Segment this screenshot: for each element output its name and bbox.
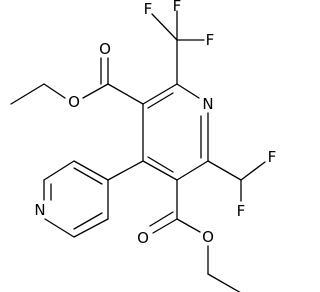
atom-f2: F xyxy=(173,0,182,15)
bond-pyr-c1-c2-b xyxy=(73,167,103,185)
bond-c1-n xyxy=(176,83,200,99)
bond-c5-chf2 xyxy=(207,160,242,181)
bond-ester1-och2 xyxy=(43,83,66,99)
atom-f5: F xyxy=(237,202,246,220)
atom-o-ester2-ether: O xyxy=(202,228,214,246)
atom-n-pyridine-core: N xyxy=(202,95,213,113)
molecule-structure: F F F N O O N F F O O xyxy=(10,0,276,292)
bond-chf2-f4 xyxy=(240,161,266,181)
bond-c3-pyridyl xyxy=(107,160,144,181)
atom-f4: F xyxy=(268,148,277,166)
bond-c2-c1-b xyxy=(147,92,174,109)
structure-canvas: F F F N O O N F F O O xyxy=(10,0,276,292)
atom-n-pyridyl: N xyxy=(34,201,45,219)
bond-c2-c1-a xyxy=(142,83,178,105)
bond-c2-ester1 xyxy=(107,83,144,105)
bond-ester2-carbonyl-b xyxy=(149,211,174,227)
bond-pyr-c4-n xyxy=(44,218,75,238)
bond-pyr-c1-c2-a xyxy=(73,160,109,181)
bond-pyr-n-c6-b xyxy=(73,212,103,230)
bond-ester1-ether xyxy=(82,83,109,99)
atom-labels: F F F N O O N F F O O xyxy=(34,0,276,247)
bond-ester2-ch3 xyxy=(207,273,241,292)
bond-pyr-n-c6-a xyxy=(73,218,109,238)
bond-ester2-ether xyxy=(176,218,201,233)
bond-c4-c3-b xyxy=(147,156,174,173)
bond-cf3-f1 xyxy=(151,13,178,41)
atom-o-ester1-carbonyl: O xyxy=(99,40,111,58)
bond-c4-c3-a xyxy=(142,160,178,181)
atom-f3: F xyxy=(206,31,215,49)
atom-o-ester2-carbonyl: O xyxy=(137,229,149,247)
atom-f1: F xyxy=(144,0,153,18)
bonds xyxy=(10,10,266,292)
bond-ester2-carbonyl-a xyxy=(152,218,178,234)
atom-o-ester1-ether: O xyxy=(68,93,80,111)
bond-pyr-c2-c3 xyxy=(43,160,75,181)
bond-ester1-ch3 xyxy=(10,83,45,105)
bond-c5-c4 xyxy=(176,160,209,181)
